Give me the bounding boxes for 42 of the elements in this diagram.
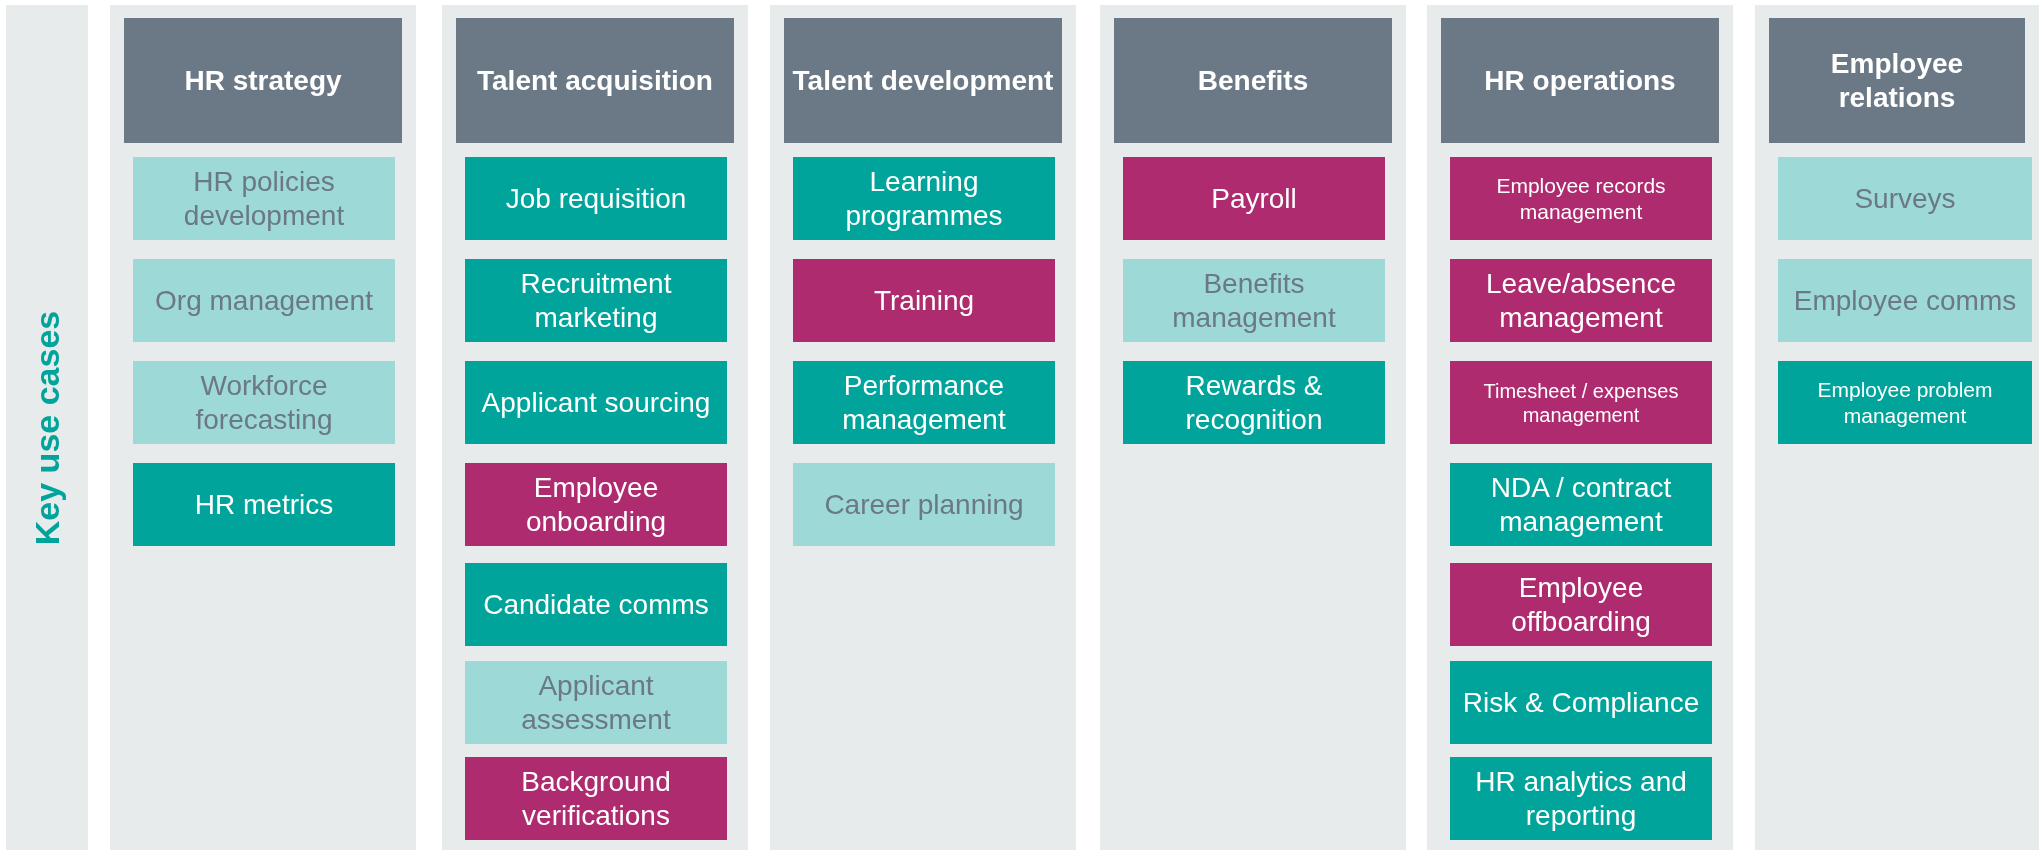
use-case-box: Performance management — [793, 361, 1055, 444]
column-panel — [770, 5, 1076, 850]
column-panel — [1755, 5, 2039, 850]
use-case-box: Applicant assessment — [465, 661, 727, 744]
use-case-box: Leave/absence management — [1450, 259, 1712, 342]
side-band — [6, 5, 88, 850]
use-case-box: Candidate comms — [465, 563, 727, 646]
column-header: Talent acquisition — [456, 18, 734, 143]
column-panel — [442, 5, 748, 850]
use-case-box: Risk & Compliance — [1450, 661, 1712, 744]
band-title: Key use cases — [27, 310, 67, 545]
use-case-box: Background verifications — [465, 757, 727, 840]
use-case-box: Applicant sourcing — [465, 361, 727, 444]
use-case-box: HR metrics — [133, 463, 395, 546]
column-panel — [1100, 5, 1406, 850]
use-case-box: Benefits management — [1123, 259, 1385, 342]
use-case-box: NDA / contract management — [1450, 463, 1712, 546]
use-case-box: Career planning — [793, 463, 1055, 546]
use-case-box: Timesheet / expenses management — [1450, 361, 1712, 444]
use-case-box: Employee comms — [1778, 259, 2032, 342]
column-header: HR operations — [1441, 18, 1719, 143]
use-case-box: Workforce forecasting — [133, 361, 395, 444]
column-header: HR strategy — [124, 18, 402, 143]
use-case-box: HR policies development — [133, 157, 395, 240]
use-case-box: Rewards & recognition — [1123, 361, 1385, 444]
use-case-box: Learning programmes — [793, 157, 1055, 240]
column-header: Benefits — [1114, 18, 1392, 143]
use-case-box: Employee problem management — [1778, 361, 2032, 444]
column-header: Employee relations — [1769, 18, 2025, 143]
use-case-box: HR analytics and reporting — [1450, 757, 1712, 840]
use-case-box: Surveys — [1778, 157, 2032, 240]
column-header: Talent development — [784, 18, 1062, 143]
use-case-box: Employee offboarding — [1450, 563, 1712, 646]
use-case-box: Org management — [133, 259, 395, 342]
use-case-box: Employee onboarding — [465, 463, 727, 546]
use-case-box: Payroll — [1123, 157, 1385, 240]
column-panel — [1427, 5, 1733, 850]
use-case-box: Training — [793, 259, 1055, 342]
use-case-box: Job requisition — [465, 157, 727, 240]
use-case-box: Employee records management — [1450, 157, 1712, 240]
column-panel — [110, 5, 416, 850]
use-case-box: Recruitment marketing — [465, 259, 727, 342]
